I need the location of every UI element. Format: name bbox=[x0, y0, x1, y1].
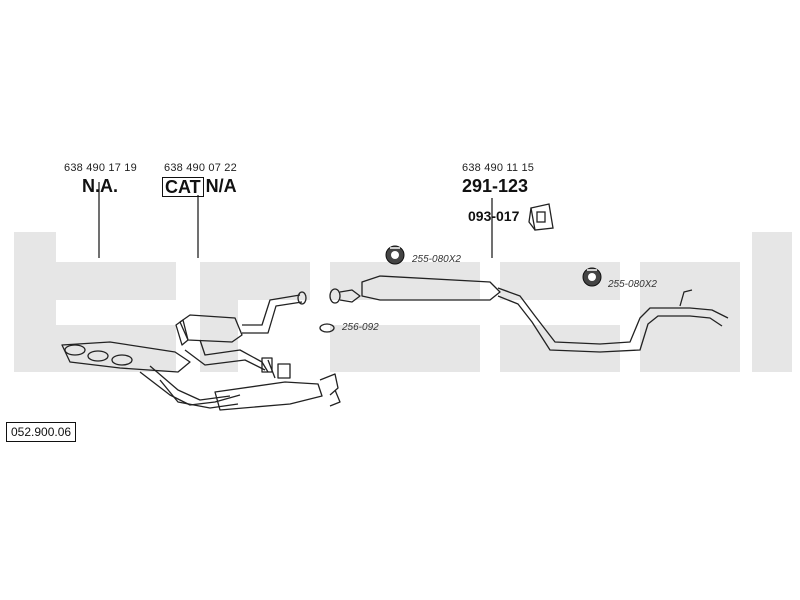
part-number-3: 638 490 11 15 bbox=[462, 162, 535, 174]
clamp-ref-b: 255-080X2 bbox=[608, 279, 657, 290]
part-status-2: N/A bbox=[205, 176, 237, 196]
bracket-icon bbox=[528, 203, 554, 231]
part-status-1: N.A. bbox=[82, 176, 118, 196]
part-2-label-group: CAT N/A bbox=[162, 176, 237, 197]
part-number-2: 638 490 07 22 bbox=[164, 162, 237, 174]
part-number-1: 638 490 17 19 bbox=[64, 162, 137, 174]
part-code-3: 291-123 bbox=[462, 176, 529, 196]
clamp-icon bbox=[385, 245, 405, 265]
clamp-ref-a: 255-080X2 bbox=[412, 254, 461, 265]
drawing-id: 052.900.06 bbox=[6, 422, 77, 442]
front-silencer bbox=[214, 357, 341, 411]
part-subcode-3: 093-017 bbox=[468, 208, 520, 224]
clamp-icon bbox=[582, 267, 602, 287]
catalytic-converter bbox=[175, 291, 307, 373]
gasket-ring bbox=[319, 323, 335, 333]
exhaust-manifold bbox=[61, 341, 241, 409]
cat-badge: CAT bbox=[162, 176, 204, 197]
middle-silencer bbox=[329, 275, 729, 353]
gasket-ref: 256-092 bbox=[342, 322, 379, 333]
